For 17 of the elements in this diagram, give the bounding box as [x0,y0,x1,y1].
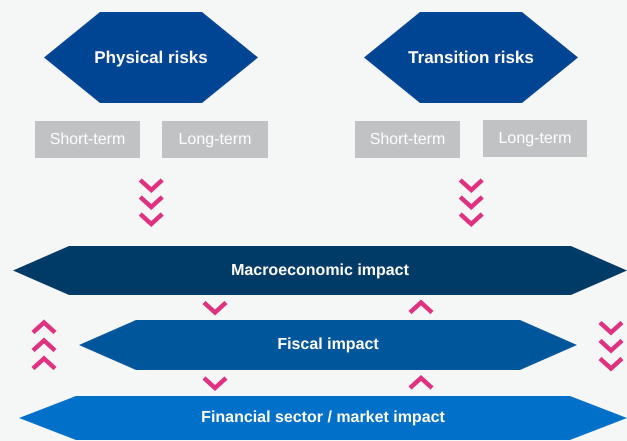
node-label: Macroeconomic impact [231,262,409,280]
chevron-arrow [138,178,164,228]
chevron-arrow [202,300,228,316]
chevron-arrow [458,178,484,228]
term-tag: Short-term [355,121,460,158]
chevron-arrow [30,319,58,371]
chevron-arrow [408,374,434,390]
chevron-arrow [202,376,228,392]
chevron-arrow [408,299,434,314]
node-label: Transition risks [408,48,534,68]
node-label: Financial sector / market impact [201,409,445,427]
node-label: Fiscal impact [277,336,379,354]
term-tag: Short-term [35,121,140,158]
node-label: Physical risks [94,48,208,68]
term-tag: Long-term [483,120,587,157]
chevron-arrow [598,320,624,372]
term-tag: Long-term [162,121,268,158]
